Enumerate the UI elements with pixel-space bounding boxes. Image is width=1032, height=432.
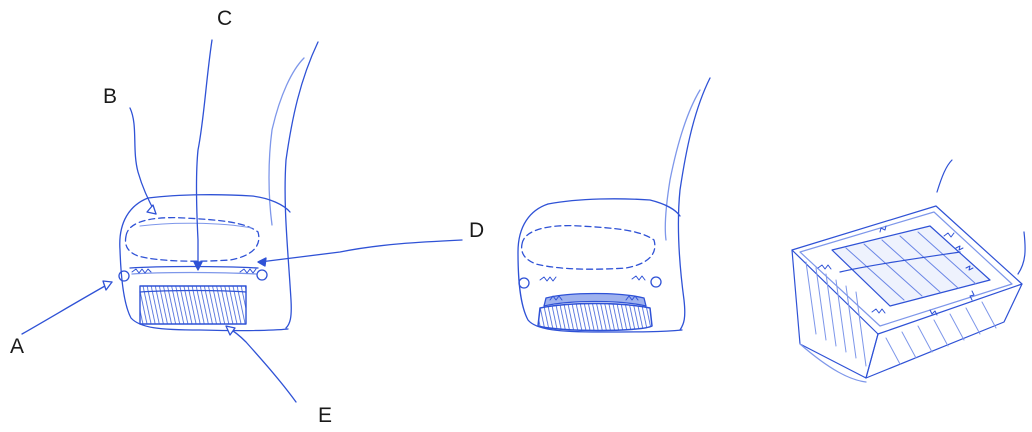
seat-sketch-compressed [518, 78, 710, 332]
label-d: D [469, 220, 484, 241]
label-a: A [10, 336, 24, 357]
cushion-tray-sketch [792, 160, 1025, 382]
label-e: E [318, 405, 332, 426]
seat-sketch-annotated [22, 40, 462, 402]
label-c: C [217, 8, 232, 29]
label-b: B [103, 86, 117, 107]
